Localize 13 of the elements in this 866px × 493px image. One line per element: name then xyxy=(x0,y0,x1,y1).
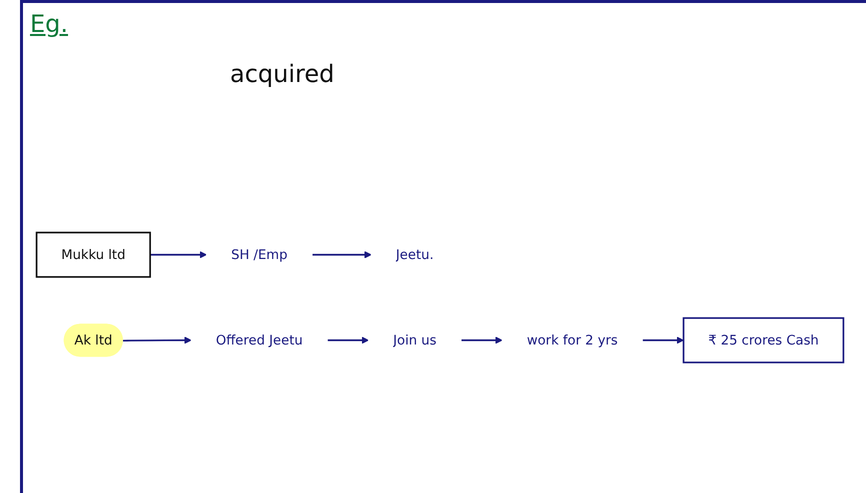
node-text: Offered Jeetu xyxy=(216,332,303,348)
node-box: Mukku ltd xyxy=(36,232,151,278)
node-text: SH /Emp xyxy=(231,246,288,262)
arrow xyxy=(642,336,684,344)
arrow xyxy=(461,336,503,344)
heading: Eg. xyxy=(30,10,68,38)
note-text: acquired xyxy=(230,60,334,88)
arrow xyxy=(312,251,372,258)
node-box: ₹ 25 crores Cash xyxy=(682,317,844,364)
node-text: work for 2 yrs xyxy=(526,332,618,348)
arrow xyxy=(327,336,369,344)
arrow xyxy=(150,251,207,258)
arrow xyxy=(122,336,192,344)
